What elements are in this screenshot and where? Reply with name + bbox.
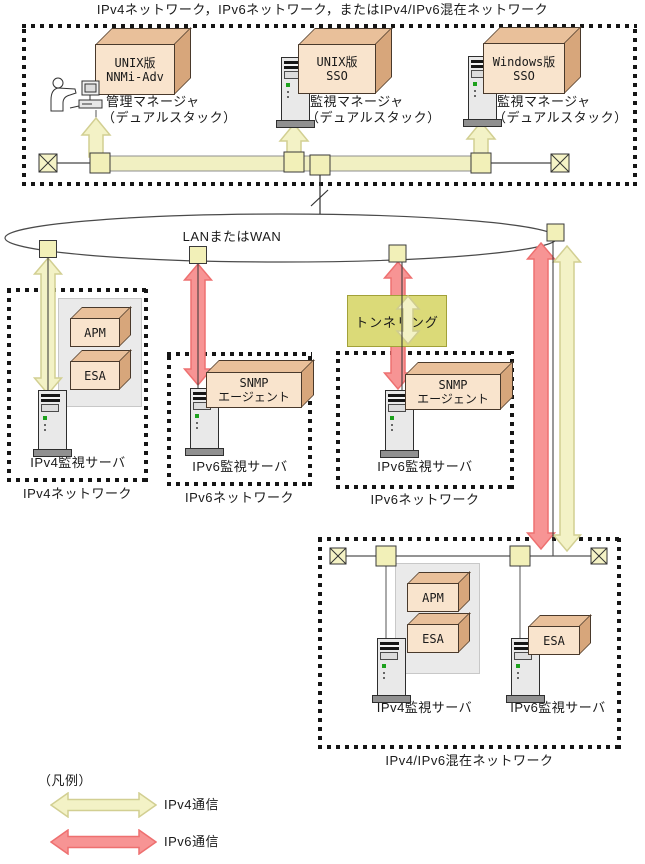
- component-box-snmp-agent: SNMP エージェント: [206, 372, 302, 408]
- network-tap-square: [309, 154, 331, 176]
- product-line: UNIX版: [316, 55, 358, 69]
- component-label: ESA: [84, 368, 106, 383]
- legend-title: （凡例）: [38, 773, 93, 788]
- bus-terminator-x: [38, 153, 58, 173]
- ipv6-comm-arrow: [525, 241, 557, 551]
- component-label: エージェント: [417, 392, 489, 406]
- legend-ipv4-label: IPv4通信: [164, 797, 220, 812]
- product-box-sso-windows: Windows版 SSO: [483, 43, 565, 94]
- product-line: Windows版: [492, 54, 556, 69]
- network-name-mixed: IPv4/IPv6混在ネットワーク: [385, 753, 554, 768]
- network-tap-square: [89, 152, 111, 174]
- network-tap-square: [509, 545, 531, 567]
- network-tap-square: [470, 152, 492, 174]
- component-label: APM: [84, 325, 106, 340]
- server-label-ipv6: IPv6監視サーバ: [377, 459, 473, 474]
- server-label-ipv6: IPv6監視サーバ: [510, 700, 606, 715]
- product-box-sso-unix: UNIX版 SSO: [298, 44, 376, 94]
- component-box-apm: APM: [70, 318, 120, 347]
- component-box-esa: ESA: [407, 624, 459, 653]
- component-label: APM: [422, 590, 444, 605]
- ipv4-comm-arrow: [551, 244, 583, 553]
- bus-terminator-x: [550, 153, 570, 173]
- component-box-snmp-agent: SNMP エージェント: [405, 374, 501, 410]
- network-tap-square: [283, 151, 305, 173]
- network-name-ipv6: IPv6ネットワーク: [184, 490, 294, 505]
- diagram-title: IPv4ネットワーク，IPv6ネットワーク，またはIPv4/IPv6混在ネットワ…: [96, 2, 549, 17]
- legend-ipv6-label: IPv6通信: [164, 834, 220, 849]
- operator-at-terminal-icon: [50, 77, 103, 112]
- manager-role-label: 監視マネージャ: [310, 94, 404, 109]
- component-label: SNMP: [438, 378, 468, 392]
- tunneling-box: トンネリング: [347, 295, 447, 347]
- server-label-ipv4: IPv4監視サーバ: [30, 455, 126, 470]
- network-name-ipv6: IPv6ネットワーク: [370, 492, 480, 507]
- lan-wan-label: LANまたはWAN: [182, 229, 282, 244]
- component-label: ESA: [543, 633, 565, 648]
- product-box-nnmi-adv: UNIX版 NNMi-Adv: [95, 44, 175, 95]
- server-tower-icon: [372, 638, 411, 703]
- network-tap-square: [546, 223, 565, 242]
- product-line: SSO: [326, 69, 348, 83]
- manager-stack-label: （デュアルスタック）: [493, 110, 628, 125]
- bus-terminator-x: [329, 547, 347, 565]
- component-box-esa: ESA: [528, 626, 580, 655]
- legend-ipv6-arrow: [50, 829, 157, 855]
- product-line: NNMi-Adv: [106, 69, 164, 84]
- legend-ipv4-arrow: [50, 792, 157, 818]
- component-label: エージェント: [218, 390, 290, 404]
- component-label: ESA: [422, 631, 444, 646]
- tunnel-overlay: [395, 290, 421, 354]
- network-name-ipv4: IPv4ネットワーク: [22, 486, 132, 501]
- server-tower-icon: [33, 390, 72, 457]
- network-tap-square: [375, 545, 397, 567]
- ipv4-mini-arrow: [395, 294, 421, 346]
- network-tap-square: [39, 240, 57, 258]
- product-line: UNIX版: [114, 55, 156, 70]
- bus-terminator-x: [590, 547, 608, 565]
- component-box-apm: APM: [407, 583, 459, 612]
- component-label: SNMP: [239, 376, 269, 390]
- server-label-ipv6: IPv6監視サーバ: [192, 459, 288, 474]
- server-label-ipv4: IPv4監視サーバ: [376, 700, 473, 715]
- tunneling-label: トンネリング: [355, 314, 439, 330]
- product-line: SSO: [513, 68, 535, 83]
- manager-role-label: 監視マネージャ: [497, 94, 591, 109]
- network-tap-square: [388, 244, 407, 263]
- break-slash: [310, 189, 329, 207]
- server-tower-icon: [380, 390, 419, 458]
- manager-role-label: 管理マネージャ: [106, 94, 200, 109]
- manager-stack-label: （デュアルスタック）: [102, 110, 237, 125]
- manager-stack-label: （デュアルスタック）: [306, 110, 441, 125]
- component-box-esa: ESA: [70, 361, 120, 390]
- network-tap-square: [189, 246, 207, 264]
